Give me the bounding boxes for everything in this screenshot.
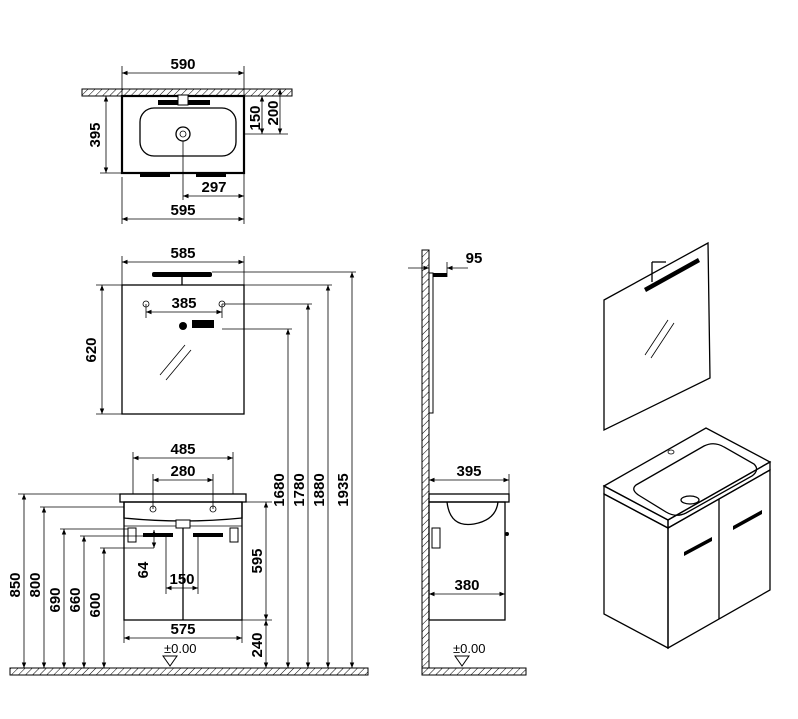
top-view-drain-icon <box>175 126 191 142</box>
side-hinge-icon <box>431 527 441 549</box>
dim-mirror-fixing: 385 <box>171 295 196 312</box>
mirror-label-icon <box>192 320 214 328</box>
dim-tap-200: 200 <box>265 100 282 125</box>
perspective-handle-right <box>733 510 762 530</box>
dim-h600: 600 <box>87 592 104 617</box>
dim-mirror-width: 585 <box>170 245 195 262</box>
side-handle <box>505 532 509 536</box>
dim-h1680: 1680 <box>271 473 288 506</box>
mirror-panel <box>121 284 245 415</box>
dim-cabinet-width: 575 <box>170 621 195 638</box>
side-basin-top <box>428 493 510 503</box>
hinge-left-icon <box>127 527 137 543</box>
dim-side-basin-depth: 395 <box>456 463 481 480</box>
side-mirror-light <box>433 273 447 277</box>
front-floor <box>9 667 369 676</box>
dim-basin-width: 485 <box>170 441 195 458</box>
perspective-basin-top <box>602 427 772 521</box>
dim-top-depth: 395 <box>87 122 104 147</box>
dim-h1780: 1780 <box>291 473 308 506</box>
dim-h800: 800 <box>27 572 44 597</box>
handle-left <box>143 533 173 537</box>
hinge-right-icon <box>229 527 239 543</box>
perspective-mirror <box>603 241 711 432</box>
dim-top-width-2: 595 <box>170 202 195 219</box>
perspective-handle-left <box>684 537 712 556</box>
dim-mirror-height: 620 <box>83 337 100 362</box>
dim-handle-offset: 64 <box>135 561 152 578</box>
handle-right <box>193 533 223 537</box>
siphon-icon <box>175 519 191 529</box>
dim-tap-150: 150 <box>247 105 264 130</box>
side-level-marker-icon <box>454 655 470 667</box>
perspective-cabinet-side <box>603 492 669 650</box>
perspective-drain-icon <box>680 495 700 505</box>
side-mirror <box>428 272 434 414</box>
front-basin-top <box>119 493 247 503</box>
switch-icon <box>179 322 187 330</box>
dim-mirror-projection: 95 <box>466 250 483 267</box>
dim-floor-gap: 240 <box>249 632 266 657</box>
dim-h1935: 1935 <box>335 473 352 506</box>
perspective-bowl <box>633 443 758 516</box>
perspective-tap-hole <box>667 449 675 455</box>
dim-h690: 690 <box>47 587 64 612</box>
side-cabinet <box>428 501 506 621</box>
front-basin-bowl <box>123 502 243 522</box>
level-marker-icon <box>162 655 178 667</box>
tap-icon <box>177 94 189 106</box>
front-floor-level: ±0.00 <box>164 641 196 656</box>
dim-basin-fixing: 280 <box>170 463 195 480</box>
dim-h850: 850 <box>7 572 24 597</box>
dim-drain-offset: 297 <box>201 179 226 196</box>
top-view: 590 595 297 395 150 200 <box>81 56 293 224</box>
mirror-light <box>152 272 212 277</box>
side-basin-bowl <box>446 501 499 526</box>
dim-h1880: 1880 <box>311 473 328 506</box>
side-view: 95 395 380 ±0.00 <box>408 249 527 676</box>
top-view-bowl <box>139 107 237 157</box>
dim-cabinet-height: 595 <box>249 548 266 573</box>
dim-handle-spacing: 150 <box>169 571 194 588</box>
dim-side-cabinet-depth: 380 <box>454 577 479 594</box>
dim-h660: 660 <box>67 587 84 612</box>
perspective-view <box>602 241 772 650</box>
perspective-cabinet-front <box>667 468 771 650</box>
perspective-mirror-light <box>644 258 700 292</box>
side-floor <box>421 667 527 676</box>
dim-top-width: 590 <box>170 56 195 73</box>
front-view: 585 385 620 485 280 <box>7 245 369 676</box>
side-floor-level: ±0.00 <box>453 641 485 656</box>
side-wall <box>421 249 430 669</box>
